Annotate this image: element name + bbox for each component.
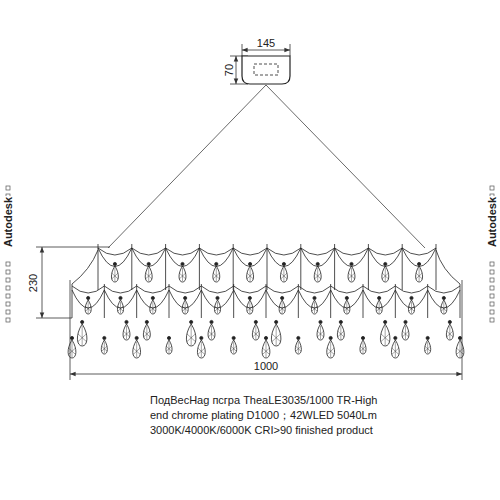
watermark-squares xyxy=(6,186,494,322)
dimension-height: 70 xyxy=(224,63,235,77)
chandelier-body xyxy=(68,244,464,358)
watermark: Autodesk xyxy=(487,196,498,248)
dimension-height: 230 xyxy=(28,273,39,293)
canopy xyxy=(242,56,290,84)
dimension-diameter: 1000 xyxy=(253,361,279,372)
product-caption: ПодВесНag псгра TheaLE3035/1000 TR-High … xyxy=(150,393,382,438)
watermark: Autodesk xyxy=(3,196,14,248)
dimension-width: 145 xyxy=(256,38,276,49)
suspension-wires xyxy=(108,85,425,248)
dimension-lines xyxy=(36,44,462,380)
